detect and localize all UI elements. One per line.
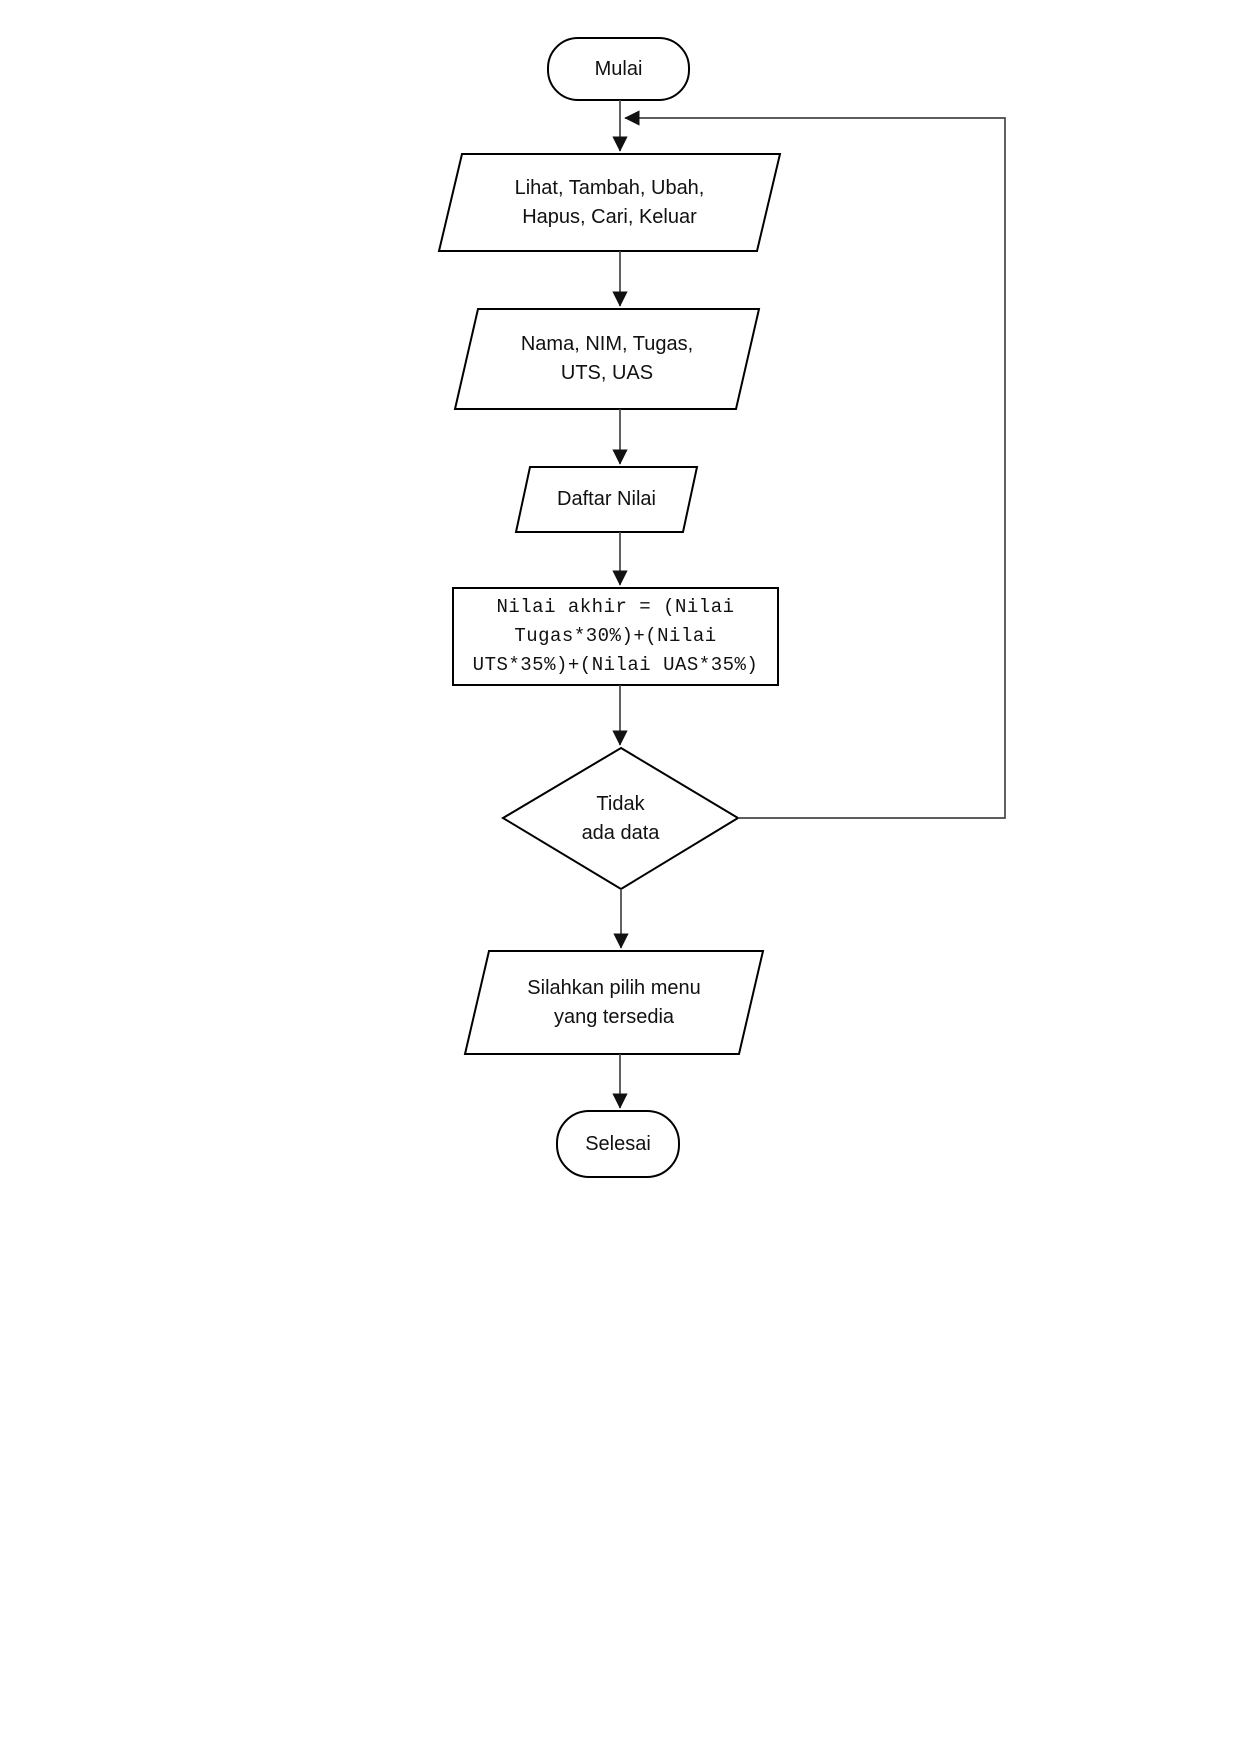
io-student-data-shape: [453, 308, 761, 410]
process-formula-shape: [452, 587, 779, 686]
terminator-end-shape: [556, 1110, 680, 1178]
terminator-start-shape: [547, 37, 690, 101]
io-daftar-nilai-shape: [514, 466, 699, 533]
decision-diamond-shape: [501, 746, 740, 891]
connector-decision-loop-back: [624, 110, 1006, 819]
io-menu-prompt-shape: [463, 950, 765, 1055]
io-menu-options-shape: [437, 153, 782, 252]
